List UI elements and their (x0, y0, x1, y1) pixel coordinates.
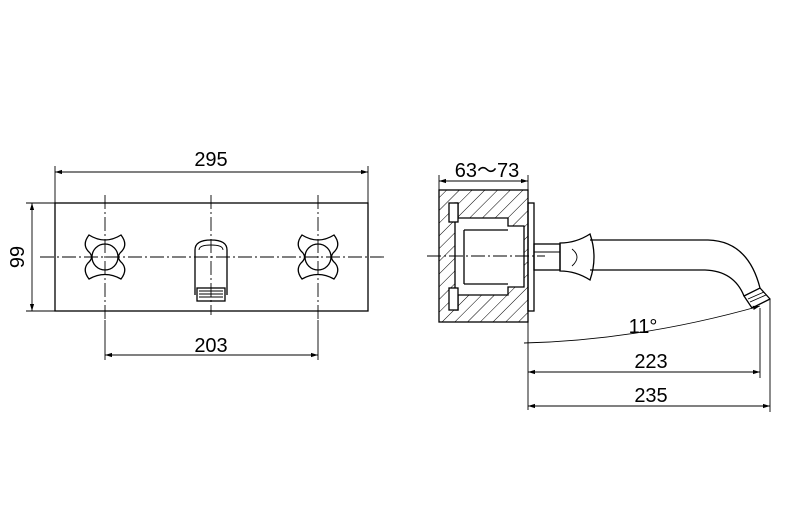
dimension-spout-reach: 223 (527, 308, 761, 410)
right-handle (297, 234, 339, 280)
dimension-angle: 11° (523, 305, 761, 344)
wall-plate-outline (54, 202, 369, 312)
dimension-handle-spacing: 203 (104, 320, 319, 360)
dimension-wall-range-label: 63～73 (455, 160, 520, 182)
dimension-wall-range: 63～73 (438, 160, 529, 190)
side-view: 63～73 11° 223 235 (427, 160, 772, 412)
handle-side (533, 233, 595, 281)
dimension-spout-reach-label: 223 (634, 351, 667, 373)
dimension-total-depth: 235 (528, 300, 771, 412)
dimension-height-label: 99 (7, 246, 29, 268)
dimension-total-depth-label: 235 (634, 385, 667, 407)
spout-side (590, 239, 772, 309)
spout-front (194, 239, 228, 302)
dimension-width: 295 (54, 149, 369, 203)
dimension-angle-label: 11° (629, 316, 658, 338)
front-view: 295 99 203 (7, 149, 384, 360)
left-handle (84, 234, 126, 280)
wall-plate-side (527, 202, 535, 312)
dimension-height: 99 (7, 202, 55, 312)
dimension-handle-spacing-label: 203 (194, 335, 227, 357)
dimension-width-label: 295 (194, 149, 227, 171)
